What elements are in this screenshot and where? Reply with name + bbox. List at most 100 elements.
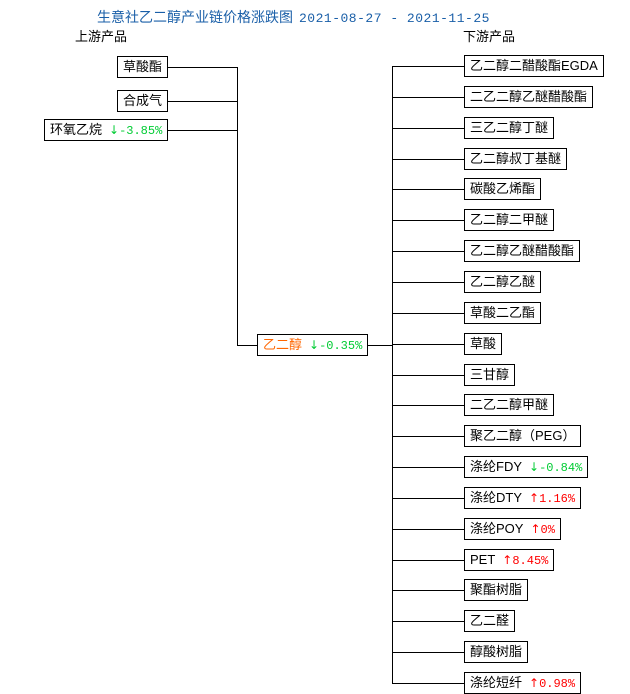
downstream-node-10[interactable]: 草酸 — [464, 333, 503, 355]
downstream-node-label: 乙二醇二醋酸酯EGDA — [470, 58, 598, 73]
connector-line — [392, 344, 464, 345]
downstream-node-change: ↑0.98% — [529, 676, 576, 691]
downstream-node-21[interactable]: 涤纶短纤 ↑0.98% — [464, 672, 582, 694]
downstream-node-label: 乙二醇叔丁基醚 — [470, 151, 562, 166]
connector-line — [368, 345, 392, 346]
downstream-node-12[interactable]: 二乙二醇甲醚 — [464, 394, 555, 416]
downstream-node-label: 醇酸树脂 — [470, 644, 523, 659]
downstream-node-label: 涤纶POY — [470, 521, 524, 536]
chart-date-range: 2021-08-27 - 2021-11-25 — [299, 11, 490, 26]
connector-line — [392, 560, 464, 561]
connector-line — [392, 498, 464, 499]
downstream-node-11[interactable]: 三甘醇 — [464, 364, 516, 386]
up-arrow-icon: ↑ — [529, 676, 540, 690]
connector-line — [168, 130, 237, 131]
downstream-node-change-value: -0.84% — [539, 461, 583, 475]
downstream-node-8[interactable]: 乙二醇乙醚 — [464, 271, 542, 293]
upstream-node-1[interactable]: 草酸酯 — [117, 56, 169, 78]
up-arrow-icon: ↑ — [502, 553, 513, 567]
connector-line — [392, 590, 464, 591]
downstream-node-label: 草酸 — [470, 336, 497, 351]
connector-line — [392, 436, 464, 437]
up-arrow-icon: ↑ — [530, 522, 541, 536]
upstream-header: 上游产品 — [75, 29, 128, 44]
downstream-node-label: 二乙二醇甲醚 — [470, 397, 549, 412]
downstream-node-change: ↑0% — [530, 522, 554, 537]
connector-line — [168, 67, 237, 68]
downstream-node-6[interactable]: 乙二醇二甲醚 — [464, 209, 555, 231]
downstream-node-13[interactable]: 聚乙二醇（PEG） — [464, 425, 582, 447]
downstream-node-label: 涤纶短纤 — [470, 675, 523, 690]
connector-line — [392, 405, 464, 406]
downstream-node-label: 三乙二醇丁醚 — [470, 120, 549, 135]
downstream-node-label: 乙二醛 — [470, 613, 510, 628]
center-node-change-value: -0.35% — [319, 339, 363, 353]
downstream-node-label: 三甘醇 — [470, 367, 510, 382]
downstream-node-label: 乙二醇乙醚 — [470, 274, 536, 289]
downstream-node-label: 草酸二乙酯 — [470, 305, 536, 320]
downstream-node-7[interactable]: 乙二醇乙醚醋酸酯 — [464, 240, 581, 262]
downstream-node-2[interactable]: 二乙二醇乙醚醋酸酯 — [464, 86, 594, 108]
downstream-node-label: 聚酯树脂 — [470, 582, 523, 597]
downstream-node-change-value: 1.16% — [539, 492, 576, 506]
upstream-node-3[interactable]: 环氧乙烷 ↓-3.85% — [44, 119, 169, 141]
connector-line — [392, 189, 464, 190]
chart-title-text: 生意社乙二醇产业链价格涨跌图 — [97, 9, 293, 25]
upstream-node-label: 环氧乙烷 — [50, 122, 103, 137]
downstream-node-label: 乙二醇乙醚醋酸酯 — [470, 243, 575, 258]
down-arrow-icon: ↓ — [309, 338, 320, 352]
downstream-node-18[interactable]: 聚酯树脂 — [464, 579, 529, 601]
connector-line — [392, 652, 464, 653]
downstream-node-16[interactable]: 涤纶POY ↑0% — [464, 518, 561, 540]
connector-line — [168, 101, 237, 102]
connector-line — [392, 66, 393, 683]
downstream-node-19[interactable]: 乙二醛 — [464, 610, 516, 632]
downstream-node-label: PET — [470, 552, 496, 567]
downstream-node-1[interactable]: 乙二醇二醋酸酯EGDA — [464, 55, 604, 77]
connector-line — [237, 345, 257, 346]
downstream-node-label: 二乙二醇乙醚醋酸酯 — [470, 89, 588, 104]
connector-line — [392, 375, 464, 376]
downstream-node-label: 乙二醇二甲醚 — [470, 212, 549, 227]
upstream-node-change: ↓-3.85% — [109, 123, 162, 138]
downstream-node-change: ↓-0.84% — [529, 460, 583, 475]
connector-line — [392, 66, 464, 67]
downstream-node-4[interactable]: 乙二醇叔丁基醚 — [464, 148, 568, 170]
center-node-ethylene-glycol[interactable]: 乙二醇 ↓-0.35% — [257, 334, 369, 356]
connector-line — [392, 313, 464, 314]
connector-line — [392, 159, 464, 160]
downstream-node-label: 碳酸乙烯酯 — [470, 181, 536, 196]
downstream-node-9[interactable]: 草酸二乙酯 — [464, 302, 542, 324]
downstream-node-17[interactable]: PET ↑8.45% — [464, 549, 555, 571]
connector-line — [392, 251, 464, 252]
upstream-node-label: 合成气 — [123, 93, 163, 108]
downstream-node-label: 涤纶FDY — [470, 459, 523, 474]
downstream-node-change: ↑1.16% — [529, 491, 576, 506]
downstream-node-20[interactable]: 醇酸树脂 — [464, 641, 529, 663]
downstream-node-change-value: 8.45% — [512, 554, 549, 568]
connector-line — [392, 467, 464, 468]
connector-line — [392, 128, 464, 129]
connector-line — [237, 67, 238, 345]
connector-line — [392, 621, 464, 622]
center-node-change: ↓-0.35% — [309, 338, 363, 353]
connector-line — [392, 220, 464, 221]
downstream-node-label: 聚乙二醇（PEG） — [470, 428, 576, 443]
connector-line — [392, 97, 464, 98]
down-arrow-icon: ↓ — [109, 123, 120, 137]
connector-line — [392, 282, 464, 283]
downstream-node-change-value: 0.98% — [539, 677, 576, 691]
upstream-node-label: 草酸酯 — [123, 59, 163, 74]
downstream-node-5[interactable]: 碳酸乙烯酯 — [464, 178, 542, 200]
downstream-node-15[interactable]: 涤纶DTY↑1.16% — [464, 487, 582, 509]
connector-line — [392, 529, 464, 530]
upstream-node-2[interactable]: 合成气 — [117, 90, 169, 112]
downstream-node-change: ↑8.45% — [502, 553, 549, 568]
down-arrow-icon: ↓ — [529, 460, 540, 474]
up-arrow-icon: ↑ — [529, 491, 540, 505]
center-node-label: 乙二醇 — [263, 337, 303, 352]
downstream-node-14[interactable]: 涤纶FDY ↓-0.84% — [464, 456, 589, 478]
downstream-node-3[interactable]: 三乙二醇丁醚 — [464, 117, 555, 139]
downstream-header: 下游产品 — [463, 29, 516, 44]
